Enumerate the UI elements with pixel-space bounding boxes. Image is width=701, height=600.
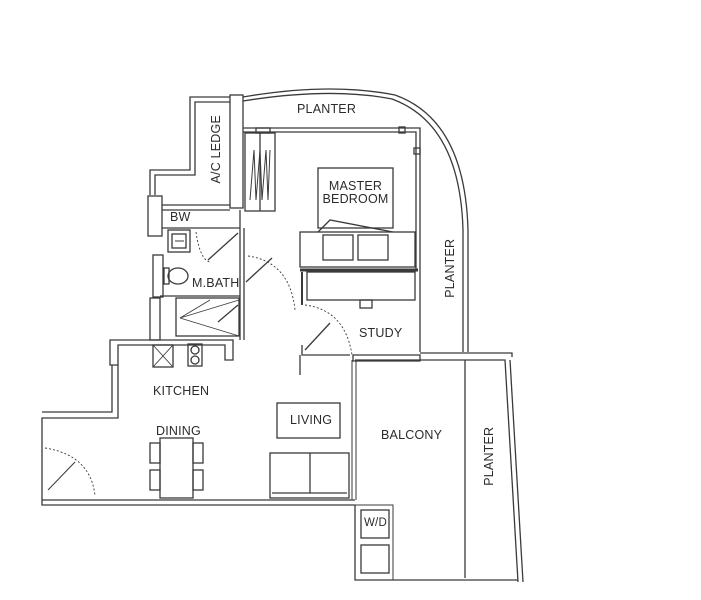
kitchen-label: KITCHEN — [153, 384, 210, 398]
study-label: STUDY — [359, 326, 403, 340]
planter-right-label: PLANTER — [442, 238, 457, 298]
wd-label: W/D — [364, 517, 387, 529]
master-bedroom-label-line1: MASTER — [328, 179, 383, 193]
dining-label: DINING — [156, 424, 201, 438]
living-dining-walls — [41, 360, 357, 506]
living-label: LIVING — [290, 413, 333, 427]
bw-label: BW — [170, 210, 191, 224]
planter-balcony-label: PLANTER — [481, 426, 496, 486]
m-bath-label: M.BATH — [192, 276, 240, 290]
kitchen-counter — [109, 339, 234, 368]
balcony-walls — [354, 352, 524, 583]
ac-ledge — [149, 94, 244, 209]
planter-top-label: PLANTER — [297, 102, 357, 116]
ac-ledge-label: A/C LEDGE — [208, 115, 223, 184]
master-bedroom-label-line2: BEDROOM — [322, 192, 389, 206]
planter-curve-wall — [242, 88, 469, 352]
balcony-label: BALCONY — [381, 428, 443, 442]
bathroom-walls — [147, 195, 296, 341]
study-walls — [299, 271, 421, 375]
master-bedroom-walls — [243, 126, 421, 352]
